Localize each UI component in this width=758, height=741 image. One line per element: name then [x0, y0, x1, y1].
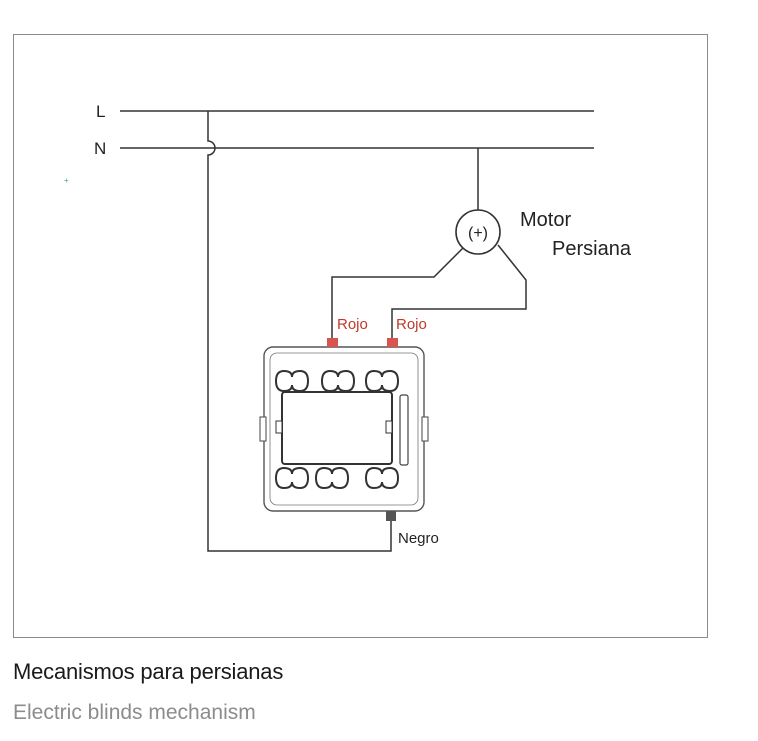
motor-label-line2: Persiana [552, 238, 632, 260]
caption-title: Mecanismos para persianas [13, 659, 284, 684]
red-terminal-1 [327, 338, 338, 347]
red-terminal-2 [387, 338, 398, 347]
black-terminal [386, 511, 396, 521]
stray-mark: + [64, 176, 69, 185]
motor-output-wire-2 [391, 244, 527, 345]
top-terminal-2 [320, 369, 356, 393]
red-wire-label-2: Rojo [396, 316, 427, 333]
phase-feed-wire [207, 111, 392, 552]
diagram-frame: L N (+) Motor Persiana Rojo Rojo [13, 34, 708, 638]
bottom-terminal-1 [274, 466, 310, 490]
bottom-terminal-3 [364, 466, 400, 490]
top-terminal-3 [364, 369, 400, 393]
black-wire-label: Negro [398, 530, 439, 547]
red-wire-label-1: Rojo [337, 316, 368, 333]
wiring-diagram: L N (+) Motor Persiana Rojo Rojo [64, 102, 632, 552]
neutral-n-label: N [94, 139, 106, 158]
line-l-label: L [96, 102, 105, 121]
caption-subtitle: Electric blinds mechanism [13, 701, 256, 724]
switch-indicator-slot [399, 394, 409, 466]
bottom-terminal-2 [314, 466, 350, 490]
blind-switch-mechanism [259, 346, 429, 512]
motor-label-line1: Motor [520, 209, 571, 231]
motor-symbol-label: (+) [468, 225, 488, 242]
switch-rocker-block [281, 391, 393, 465]
top-terminal-1 [274, 369, 310, 393]
motor-output-wire-1 [331, 247, 464, 345]
motor-symbol [455, 209, 501, 255]
